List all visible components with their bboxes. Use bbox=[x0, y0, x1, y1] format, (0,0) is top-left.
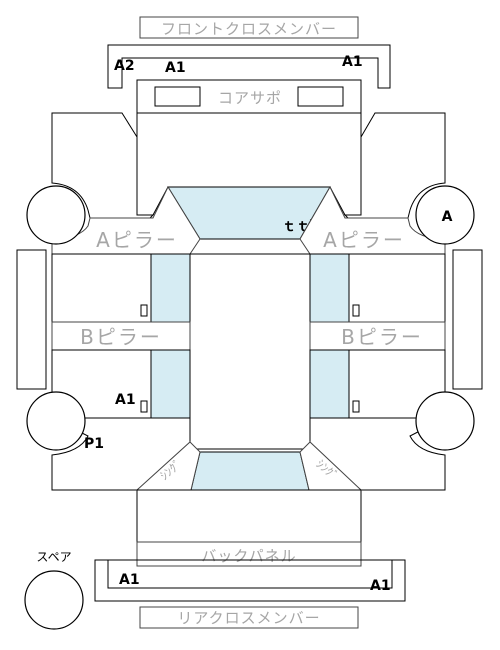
rear-bumper-bracket-fill bbox=[94, 559, 406, 602]
code-a1-left-rear: A1 bbox=[115, 392, 136, 408]
back-panel-label: バックパネル bbox=[201, 547, 296, 565]
left-front-fender bbox=[51, 112, 155, 219]
wheel-front-left bbox=[26, 185, 86, 245]
left-side-sill bbox=[16, 249, 47, 390]
rear-cross-member-box bbox=[139, 606, 359, 629]
front-bumper-bracket bbox=[107, 44, 391, 89]
right-front-marker bbox=[352, 304, 360, 317]
code-a1-rear-left: A1 bbox=[119, 572, 140, 588]
b-pillar-right-label: Bピラー bbox=[341, 325, 423, 349]
b-pillar-left bbox=[51, 321, 191, 351]
left-front-marker bbox=[140, 304, 148, 317]
spare-label: スペア bbox=[36, 550, 71, 564]
front-cross-member-label: フロントクロスメンバー bbox=[161, 20, 337, 38]
wheel-rear-right bbox=[415, 391, 475, 451]
core-support-label: コアサポ bbox=[218, 89, 282, 107]
code-a1-front-right: A1 bbox=[342, 54, 363, 70]
left-roof-rail-rear bbox=[150, 349, 191, 419]
code-a1-rear-right: A1 bbox=[370, 578, 391, 594]
back-panel bbox=[136, 541, 362, 567]
right-roof-rail-rear bbox=[309, 349, 350, 419]
right-side-sill bbox=[452, 249, 483, 390]
front-cross-member-box bbox=[139, 16, 359, 39]
wheel-front-right bbox=[415, 185, 475, 245]
rear-cross-member-label: リアクロスメンバー bbox=[177, 609, 320, 627]
core-support-left-slot bbox=[154, 86, 201, 107]
right-rear-marker bbox=[352, 400, 360, 413]
trunk-area bbox=[136, 489, 362, 543]
left-roof-rail-front bbox=[150, 253, 191, 323]
core-support-right-slot bbox=[297, 86, 344, 107]
b-pillar-left-label: Bピラー bbox=[80, 325, 162, 349]
a-pillar-right-label: Aピラー bbox=[323, 228, 405, 252]
right-roof-rail-front bbox=[309, 253, 350, 323]
code-p1-rear-left: P1 bbox=[84, 436, 104, 452]
a-pillar-left-label: Aピラー bbox=[96, 228, 178, 252]
rear-window bbox=[190, 451, 310, 491]
code-a1-front-left: A1 bbox=[165, 60, 186, 76]
right-front-fender bbox=[343, 112, 446, 219]
code-a-front-right-wheel: A bbox=[442, 209, 453, 225]
roof-panel bbox=[189, 253, 311, 450]
code-a2-front-left: A2 bbox=[114, 58, 135, 74]
wheel-rear-left bbox=[26, 391, 86, 451]
left-rear-marker bbox=[140, 400, 148, 413]
wheel-spare bbox=[24, 570, 84, 630]
